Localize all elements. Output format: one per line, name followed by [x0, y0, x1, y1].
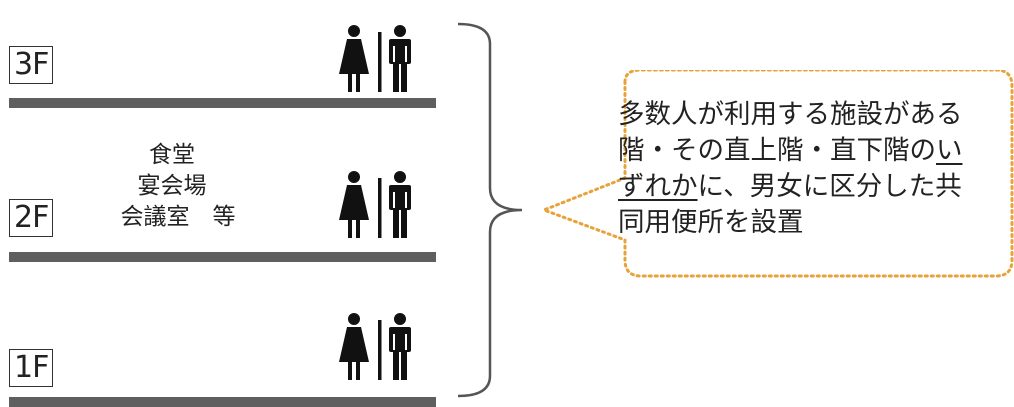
facility-item: 宴会場 — [137, 173, 207, 199]
facility-list: 食堂 宴会場 会議室 等 — [92, 140, 252, 233]
callout-line: 多数人が利用する施設がある — [618, 99, 963, 130]
restroom-icon — [339, 25, 411, 92]
callout-line: に、男女に区分した共 — [697, 171, 962, 202]
right-brace — [457, 22, 523, 398]
callout-line: 階・その直上階・直下階の — [618, 135, 936, 166]
callout-line: 同用便所を設置 — [618, 207, 804, 238]
callout-underline: い — [936, 135, 963, 166]
callout-underline: ずれか — [618, 171, 698, 202]
floor-line-3f — [9, 98, 436, 108]
facility-item: 会議室 等 — [120, 204, 236, 230]
restroom-icon — [339, 171, 411, 238]
floor-label-3f: 3F — [9, 46, 54, 84]
facility-item: 食堂 — [149, 142, 195, 168]
floor-line-2f — [9, 252, 436, 262]
floor-label-1f: 1F — [9, 349, 54, 387]
callout-bubble — [540, 70, 1014, 278]
restroom-icon — [339, 313, 411, 380]
floor-label-2f: 2F — [9, 199, 54, 237]
callout-text: 多数人が利用する施設がある 階・その直上階・直下階のい ずれかに、男女に区分した… — [618, 97, 988, 241]
floor-line-1f — [9, 397, 436, 407]
